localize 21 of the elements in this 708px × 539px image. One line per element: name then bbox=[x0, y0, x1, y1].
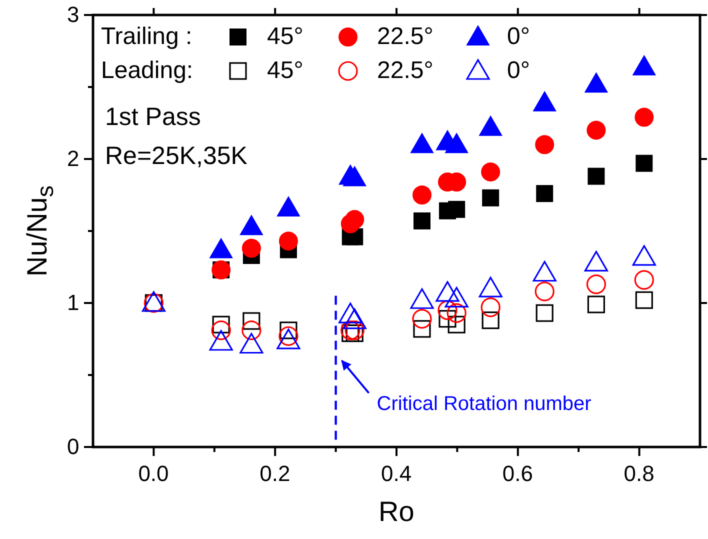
row-label: Trailing : bbox=[101, 25, 192, 49]
legend-label: 22.5° bbox=[377, 25, 434, 49]
tick-label: 2 bbox=[67, 148, 80, 170]
annotation-text: Critical Rotation number bbox=[376, 394, 592, 414]
tick-label: 0.6 bbox=[502, 463, 533, 485]
tick-label: 0.0 bbox=[138, 463, 169, 485]
legend-label: 22.5° bbox=[377, 59, 434, 83]
tick-label: 1 bbox=[67, 292, 80, 314]
tick-label: 0.4 bbox=[381, 463, 412, 485]
tick-label: 3 bbox=[67, 4, 80, 26]
axis-title: Ro bbox=[378, 498, 414, 526]
tick-label: 0.2 bbox=[260, 463, 290, 485]
legend-label: 45° bbox=[267, 59, 304, 83]
tick-label: 0 bbox=[67, 436, 80, 458]
legend-label: 0° bbox=[507, 25, 530, 49]
chart-note: 1st Pass bbox=[105, 104, 201, 130]
row-label: Leading: bbox=[101, 59, 194, 83]
chart-note: Re=25K,35K bbox=[105, 144, 248, 168]
legend-label: 0° bbox=[507, 59, 530, 83]
legend-label: 45° bbox=[267, 25, 304, 49]
tick-label: 0.8 bbox=[624, 463, 654, 485]
